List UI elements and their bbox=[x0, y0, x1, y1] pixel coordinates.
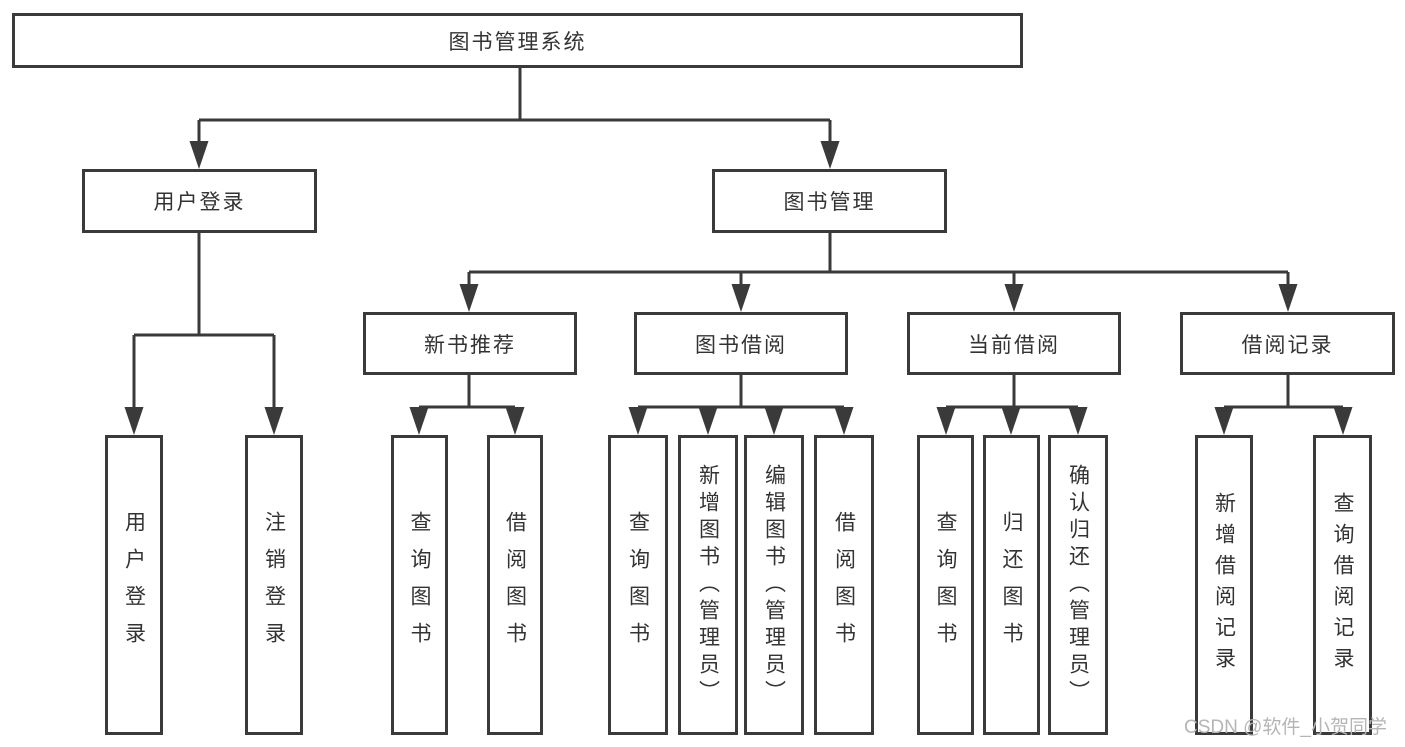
node-label: 查询图书 bbox=[934, 511, 957, 659]
node-label: 查询图书 bbox=[408, 511, 431, 659]
node-label: 图书借阅 bbox=[695, 333, 787, 357]
node-current-borrowing: 当前借阅 bbox=[907, 312, 1121, 375]
node-label: 用户登录 bbox=[122, 511, 146, 659]
leaf-query-books-current: 查询图书 bbox=[917, 435, 974, 735]
node-label: 注销登录 bbox=[262, 511, 286, 659]
node-new-book-recommend: 新书推荐 bbox=[363, 312, 577, 375]
node-label: 借阅图书 bbox=[832, 511, 856, 659]
node-library-management-system: 图书管理系统 bbox=[12, 13, 1023, 68]
node-label: 新书推荐 bbox=[424, 333, 516, 357]
leaf-return-books: 归还图书 bbox=[983, 435, 1040, 735]
leaf-add-books-admin: 新增图书（管理员） bbox=[678, 435, 738, 735]
leaf-borrow-books-recommend: 借阅图书 bbox=[487, 435, 543, 735]
node-label: 归还图书 bbox=[1000, 511, 1023, 659]
leaf-query-books-recommend: 查询图书 bbox=[391, 435, 448, 735]
leaf-query-books-borrowing: 查询图书 bbox=[608, 435, 668, 735]
leaf-query-borrow-record: 查询借阅记录 bbox=[1313, 435, 1372, 735]
node-book-management: 图书管理 bbox=[712, 169, 947, 233]
csdn-watermark: CSDN @软件_小贺同学 bbox=[1184, 717, 1387, 738]
leaf-borrow-books-borrowing: 借阅图书 bbox=[814, 435, 874, 735]
arrowheads bbox=[124, 141, 1353, 435]
node-label: 编辑图书（管理员） bbox=[762, 463, 786, 707]
leaf-logout: 注销登录 bbox=[245, 435, 303, 735]
leaf-add-borrow-record: 新增借阅记录 bbox=[1195, 435, 1253, 735]
node-label: 新增图书（管理员） bbox=[696, 463, 720, 707]
node-label: 当前借阅 bbox=[968, 333, 1060, 357]
node-user-login: 用户登录 bbox=[82, 169, 317, 233]
node-label: 图书管理 bbox=[783, 191, 876, 214]
leaf-user-login: 用户登录 bbox=[105, 435, 163, 735]
node-label: 新增借阅记录 bbox=[1212, 492, 1236, 678]
leaf-confirm-return-admin: 确认归还（管理员） bbox=[1048, 435, 1108, 735]
leaf-edit-books-admin: 编辑图书（管理员） bbox=[744, 435, 804, 735]
node-label: 借阅图书 bbox=[503, 511, 527, 659]
node-label: 查询借阅记录 bbox=[1331, 492, 1354, 678]
node-book-borrowing: 图书借阅 bbox=[634, 312, 848, 375]
node-label: 确认归还（管理员） bbox=[1066, 463, 1090, 707]
node-label: 图书管理系统 bbox=[448, 30, 587, 54]
node-borrowing-records: 借阅记录 bbox=[1180, 312, 1395, 375]
node-label: 用户登录 bbox=[153, 191, 246, 214]
node-label: 借阅记录 bbox=[1241, 333, 1334, 357]
node-label: 查询图书 bbox=[626, 511, 650, 659]
